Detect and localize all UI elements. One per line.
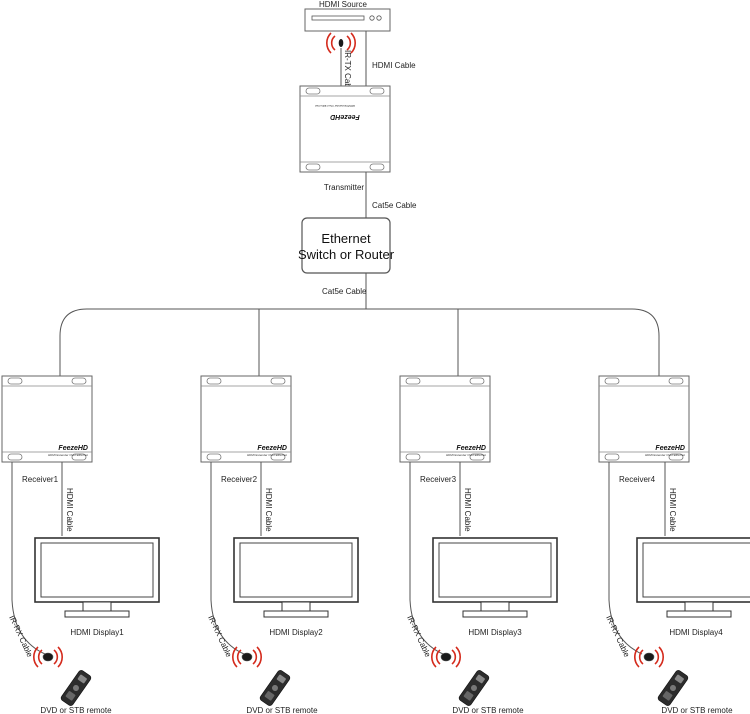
receiver-brand: FeezeHD — [655, 445, 685, 452]
remote-icon — [259, 670, 291, 706]
display-label: HDMI Display1 — [70, 628, 124, 637]
receiver-brand: FeezeHD — [257, 445, 287, 452]
receiver-label: Receiver1 — [22, 475, 59, 484]
ir-receiver-icon — [440, 652, 452, 662]
receiver-column-4: FeezeHD HDMI Extender Over Ethernet Rece… — [599, 376, 750, 714]
display-monitor — [636, 537, 750, 618]
hdmi-cable-label: HDMI Cable — [264, 488, 273, 532]
power-button-icon — [369, 15, 375, 21]
receiver-brand: FeezeHD — [58, 445, 88, 452]
transmitter-label: Transmitter — [324, 183, 364, 192]
display-monitor — [233, 537, 359, 618]
ir-tx-emitter — [325, 32, 357, 54]
switch-box — [301, 217, 391, 274]
ir-rx-cable-line — [409, 462, 444, 655]
hdmi-cable-label: HDMI Cable — [463, 488, 472, 532]
distribution-bus — [59, 308, 660, 376]
transmitter: FeezeHD HDMI Extender Over Ethernet Tran… — [300, 86, 390, 192]
remote-label: DVD or STB remote — [40, 706, 112, 714]
receiver-label: Receiver3 — [420, 475, 457, 484]
source-label: HDMI Source — [319, 0, 368, 9]
hdmi-cable-label: HDMI Cable — [65, 488, 74, 532]
disc-slot — [311, 15, 365, 21]
ir-rx-cable-line — [11, 462, 46, 655]
ir-rx-cable-label: IR-RX Cable — [7, 614, 34, 659]
transmitter-brand: FeezeHD — [330, 113, 360, 120]
ir-rx-cable-label: IR-RX Cable — [206, 614, 233, 659]
display-label: HDMI Display3 — [468, 628, 522, 637]
remote-icon — [458, 670, 490, 706]
ir-receiver-icon — [241, 652, 253, 662]
remote-icon — [657, 670, 689, 706]
remote-label: DVD or STB remote — [452, 706, 524, 714]
hdmi-source-cable-label: HDMI Cable — [372, 61, 416, 70]
receiver-model: HDMI Extender Over Ethernet — [247, 453, 287, 457]
eject-button-icon — [376, 15, 382, 21]
receiver-label: Receiver4 — [619, 475, 656, 484]
remote-label: DVD or STB remote — [246, 706, 318, 714]
display-monitor — [432, 537, 558, 618]
transmitter-box — [300, 86, 390, 172]
ir-rx-cable-label: IR-RX Cable — [604, 614, 631, 659]
display-monitor — [34, 537, 160, 618]
hdmi-source: HDMI Source — [304, 0, 391, 32]
receiver-label: Receiver2 — [221, 475, 258, 484]
switch-line1: Ethernet — [321, 231, 371, 246]
display-label: HDMI Display4 — [669, 628, 723, 637]
receiver-model: HDMI Extender Over Ethernet — [446, 453, 486, 457]
display-label: HDMI Display2 — [269, 628, 323, 637]
receiver-column-1: FeezeHD HDMI Extender Over Ethernet Rece… — [2, 376, 160, 714]
receiver-model: HDMI Extender Over Ethernet — [645, 453, 685, 457]
ir-tx-cable-label: IR-TX Cable — [343, 50, 352, 95]
remote-label: DVD or STB remote — [661, 706, 733, 714]
ethernet-switch: Ethernet Switch or Router — [298, 217, 395, 274]
ir-receiver-icon — [42, 652, 54, 662]
switch-cat5e-label: Cat5e Cable — [322, 287, 367, 296]
ir-receiver-icon — [643, 652, 655, 662]
tx-cat5e-label: Cat5e Cable — [372, 201, 417, 210]
receiver-column-3: FeezeHD HDMI Extender Over Ethernet Rece… — [400, 376, 558, 714]
switch-line2: Switch or Router — [298, 247, 395, 262]
hdmi-cable-label: HDMI Cable — [668, 488, 677, 532]
transmitter-model: HDMI Extender Over Ethernet — [315, 104, 355, 108]
receiver-model: HDMI Extender Over Ethernet — [48, 453, 88, 457]
ir-rx-cable-line — [210, 462, 245, 655]
receiver-column-2: FeezeHD HDMI Extender Over Ethernet Rece… — [201, 376, 359, 714]
ir-emitter-icon — [338, 39, 344, 47]
ir-rx-cable-label: IR-RX Cable — [405, 614, 432, 659]
receiver-brand: FeezeHD — [456, 445, 486, 452]
remote-icon — [60, 670, 92, 706]
